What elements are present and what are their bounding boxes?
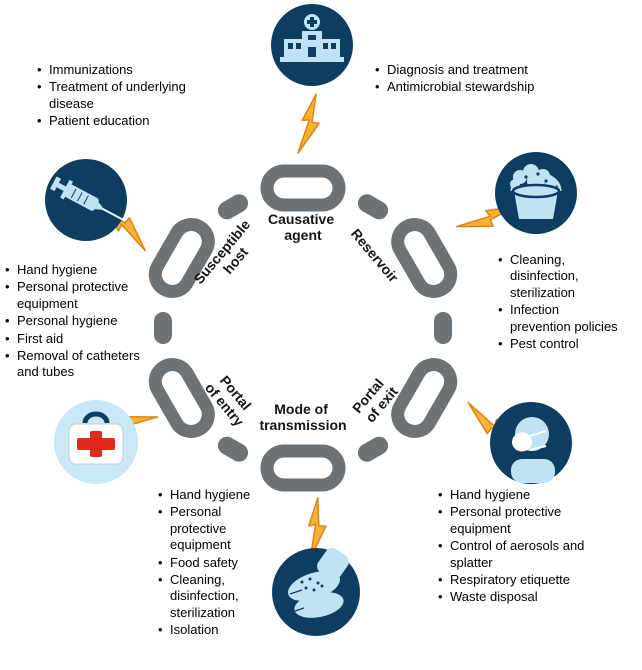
chain-labels: Causative agent Reservoir Portal of exit… xyxy=(190,211,402,433)
chain-link xyxy=(354,191,392,223)
chain-label-line: Mode of xyxy=(274,401,328,417)
chain-label-line: transmission xyxy=(259,417,346,433)
intervention-item: Patient education xyxy=(36,113,226,130)
syringe-icon xyxy=(45,159,127,241)
intervention-item: Removal of catheters and tubes xyxy=(4,348,164,381)
chain-label-line: Causative xyxy=(268,211,334,227)
intervention-item: Diagnosis and treatment xyxy=(374,62,609,79)
intervention-item: First aid xyxy=(4,331,164,348)
intervention-item: Cleaning, disinfection, sterilization xyxy=(497,252,623,301)
intervention-list-mode-of-transmission: Hand hygiene Personal protective equipme… xyxy=(157,487,275,639)
hospital-icon xyxy=(271,4,353,86)
intervention-item: Personal protective equipment xyxy=(157,504,275,553)
intervention-list-susceptible-host: Immunizations Treatment of underlying di… xyxy=(36,62,226,131)
chain-link xyxy=(354,433,392,465)
intervention-item: Personal protective equipment xyxy=(4,279,164,312)
intervention-item: Control of aerosols and splatter xyxy=(437,538,617,571)
intervention-list-portal-of-entry: Hand hygiene Personal protective equipme… xyxy=(4,262,164,382)
intervention-item: Treatment of underlying disease xyxy=(36,79,226,112)
intervention-item: Respiratory etiquette xyxy=(437,572,617,589)
intervention-list-causative-agent: Diagnosis and treatment Antimicrobial st… xyxy=(374,62,609,97)
intervention-item: Waste disposal xyxy=(437,589,617,606)
handwashing-icon xyxy=(272,547,360,636)
intervention-item: Cleaning, disinfection, sterilization xyxy=(157,572,275,621)
intervention-item: Hand hygiene xyxy=(437,487,617,504)
intervention-item: Personal protective equipment xyxy=(437,504,617,537)
intervention-item: Infection prevention policies xyxy=(497,302,623,335)
face-mask-icon xyxy=(490,402,572,484)
intervention-item: Pest control xyxy=(497,336,623,353)
chain-label-mode-of-transmission: Mode of transmission xyxy=(259,401,346,433)
chain-link xyxy=(434,312,452,344)
intervention-item: Immunizations xyxy=(36,62,226,79)
intervention-item: Food safety xyxy=(157,555,275,572)
soap-bucket-icon xyxy=(495,152,577,234)
chain-link xyxy=(267,451,339,485)
lightning-bolt-icon xyxy=(297,92,322,156)
chain-label-line: agent xyxy=(284,227,322,243)
chain-link xyxy=(214,433,252,465)
intervention-item: Personal hygiene xyxy=(4,313,164,330)
intervention-item: Isolation xyxy=(157,622,275,639)
intervention-list-portal-of-exit: Hand hygiene Personal protective equipme… xyxy=(437,487,617,607)
intervention-item: Hand hygiene xyxy=(4,262,164,279)
first-aid-kit-icon xyxy=(54,400,138,484)
intervention-item: Antimicrobial stewardship xyxy=(374,79,609,96)
intervention-list-reservoir: Cleaning, disinfection, sterilization In… xyxy=(497,252,623,353)
chain-link xyxy=(391,358,456,437)
intervention-item: Hand hygiene xyxy=(157,487,275,504)
chain-link xyxy=(267,171,339,205)
chain-label-causative-agent: Causative agent xyxy=(268,211,338,243)
chain-link xyxy=(391,218,456,297)
